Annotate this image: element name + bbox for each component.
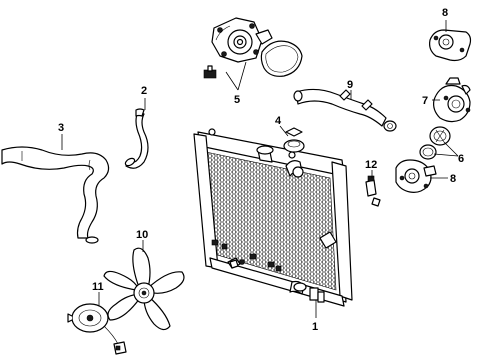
callout-labels: 1 2 3 4 5 6 7 8 8 9 10 11 12 [58, 7, 464, 333]
drain-plug [229, 259, 239, 269]
callout-7: 7 [422, 95, 428, 107]
callout-8-bottom: 8 [450, 173, 456, 185]
callout-5: 5 [234, 94, 240, 106]
pump-bolt [203, 65, 217, 79]
fan-motor [67, 303, 127, 355]
temperature-sensor [365, 175, 381, 207]
water-inlet [395, 159, 437, 193]
callout-11: 11 [92, 281, 104, 293]
callout-1: 1 [312, 321, 318, 333]
callout-9: 9 [347, 79, 353, 91]
thermostat-gasket [419, 144, 437, 160]
leader-lines [61, 20, 459, 318]
cooling-fan [103, 247, 185, 331]
callout-12: 12 [365, 159, 377, 171]
upper-radiator-hose [124, 108, 149, 169]
callout-10: 10 [136, 229, 148, 241]
thermostat [429, 126, 451, 146]
radiator [193, 128, 353, 307]
callout-8-top: 8 [442, 7, 448, 19]
callout-4: 4 [275, 115, 282, 127]
radiator-cap [283, 127, 305, 153]
water-outlet-top [429, 29, 472, 62]
callout-6: 6 [458, 153, 464, 165]
water-pipe [293, 88, 397, 132]
callout-2: 2 [141, 85, 147, 97]
water-pump [211, 17, 273, 63]
water-pump-gasket [260, 40, 303, 77]
thermostat-housing [433, 77, 471, 123]
lower-radiator-hose [1, 146, 110, 244]
callout-3: 3 [58, 122, 64, 134]
